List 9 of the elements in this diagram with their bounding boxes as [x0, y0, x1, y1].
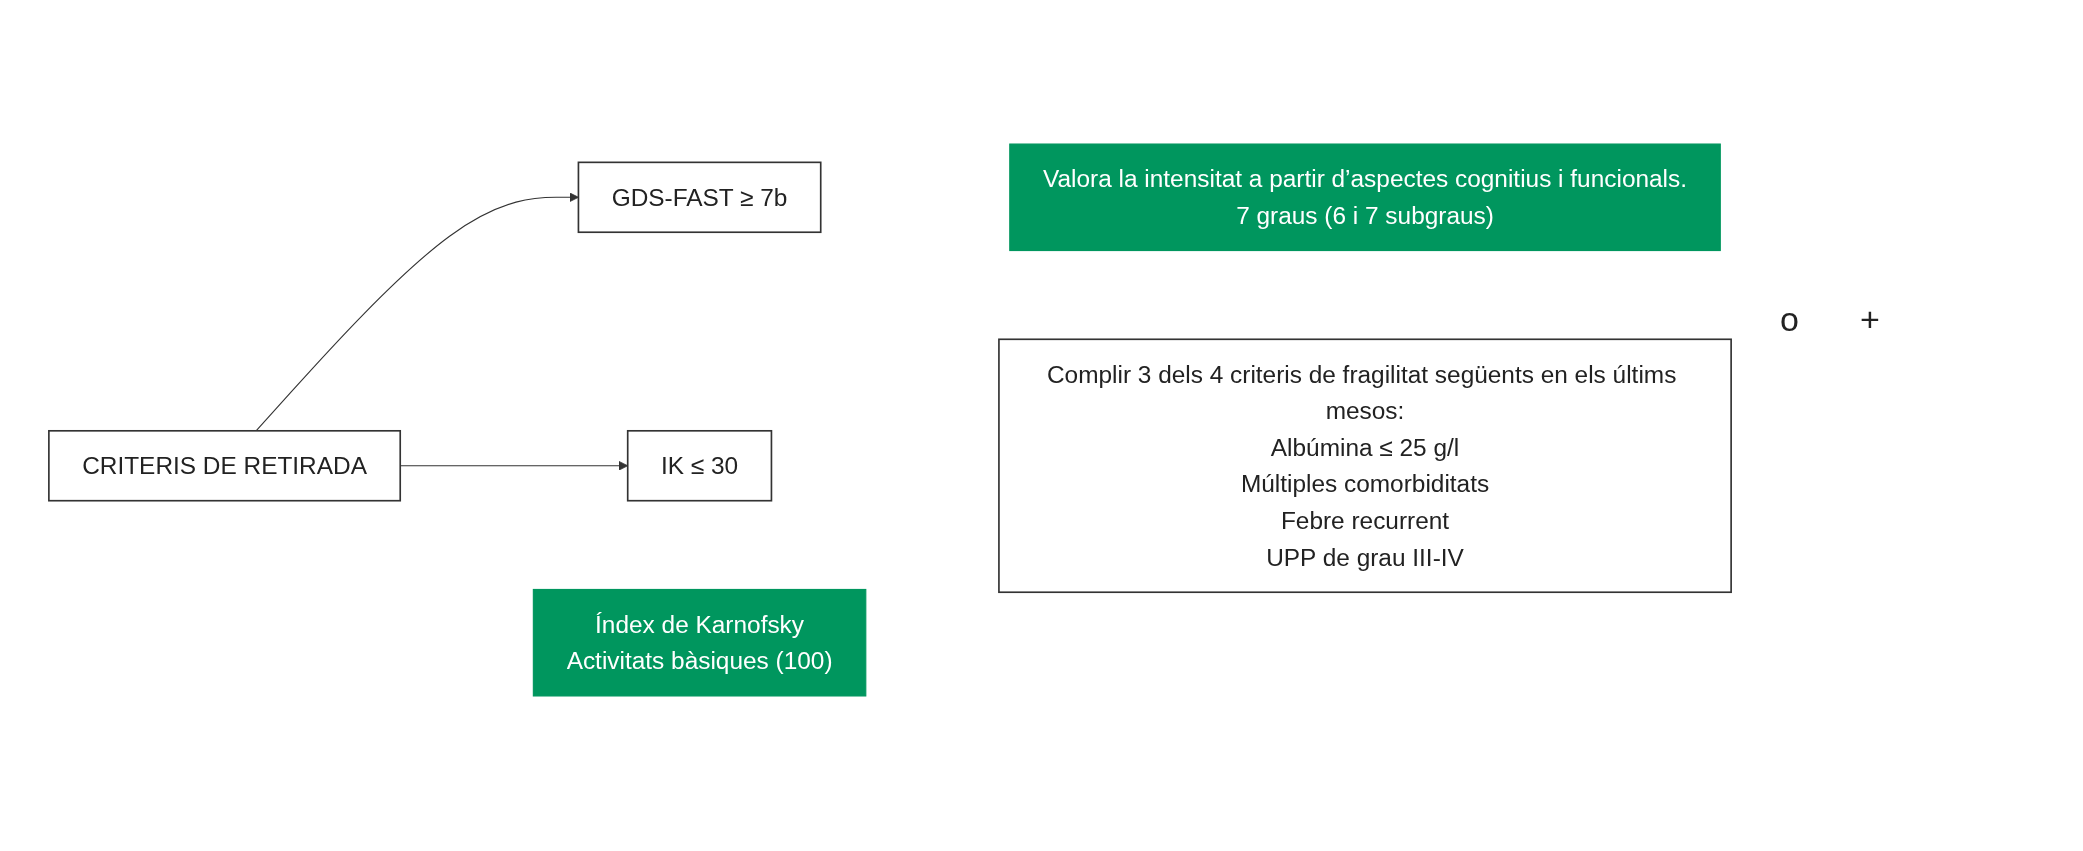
node-box: Valora la intensitat a partir d’aspectes cognitius i funcionals. 7 graus (6 i 7 subgraus) [1009, 143, 1721, 252]
node-box: GDS-FAST ≥ 7b [577, 161, 822, 234]
node-box: Índex de Karnofsky Activitats bàsiques (100) [532, 588, 867, 697]
connector-label: + [1860, 300, 1880, 339]
connector-label: o [1780, 300, 1799, 339]
node-box: Complir 3 dels 4 criteris de fragilitat següents en els últims mesos: Albúmina ≤ 25 g/l Múltiples comorbiditats Febre recurrent UPP de grau III-IV [998, 338, 1732, 594]
arrow [255, 192, 579, 432]
node-box: IK ≤ 30 [626, 430, 773, 502]
node-box: CRITERIS DE RETIRADA [48, 430, 402, 502]
